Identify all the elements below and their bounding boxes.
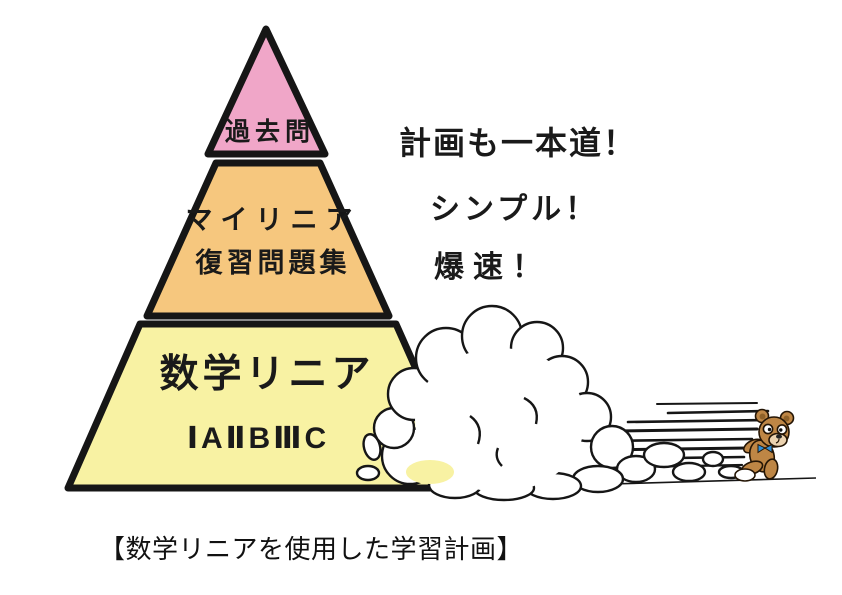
slogan-line-1: 計画も一本道！ [399,125,638,161]
slogan-line-2: シンプル！ [430,193,600,226]
pyramid-tier-middle-shape [143,159,393,320]
pyramid-tier-top-shape [204,25,329,158]
dust-cloud-illustration [355,304,745,502]
bear-front-leg [763,458,779,480]
bear-bowtie [757,443,773,454]
caption: 【数学リニアを使用した学習計画】 [99,534,524,564]
bear-nose [776,434,782,439]
running-bear-illustration [734,408,795,482]
tier-middle-label-line2: 復習問題集 [195,248,351,278]
tier-bottom-label-line1: 数学リニア [159,353,375,396]
pyramid [64,25,473,492]
bear-foot-puff [734,468,756,482]
bear-muzzle [768,432,788,448]
tier-bottom-label-line2: ⅠAⅡBⅢC [186,422,330,455]
tier-top-label: 過去問 [224,118,316,146]
bear-mouth [775,438,780,444]
slogan-line-3: 爆速！ [434,251,551,284]
ground-line [611,477,817,485]
tier-middle-label-line1: マイリニア [185,205,361,235]
